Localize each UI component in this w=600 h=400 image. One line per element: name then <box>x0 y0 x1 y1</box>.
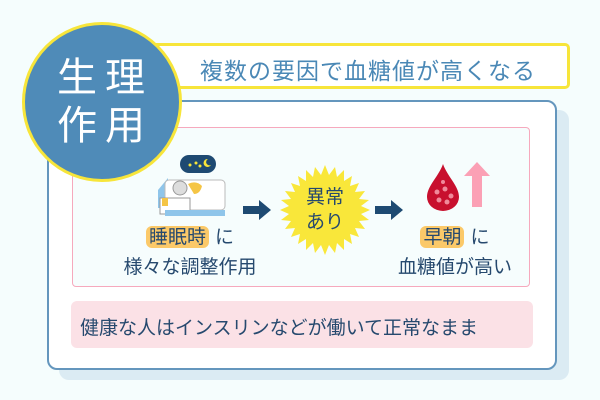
category-badge: 生理 作用 <box>22 22 182 182</box>
step2-line1: 異常 <box>305 186 344 208</box>
sleeping-person-icon <box>158 155 226 216</box>
step3-highlight: 早朝 <box>420 226 465 248</box>
header-title: 複数の要因で血糖値が高くなる <box>200 59 536 85</box>
step1-line2: 様々な調整作用 <box>123 256 257 278</box>
step1-suffix: に <box>215 226 235 248</box>
badge-line1: 生理 <box>57 55 153 101</box>
starburst-icon <box>280 165 370 255</box>
note-text: 健康な人はインスリンなどが働いて正常なまま <box>80 317 479 339</box>
step2-line2: あり <box>305 211 344 233</box>
badge-line2: 作用 <box>57 103 153 149</box>
step3-line2: 血糖値が高い <box>397 256 512 278</box>
title-bar <box>150 43 570 89</box>
step3-caption: 早朝 に 血糖値が高い <box>380 222 530 282</box>
note-box <box>71 301 533 348</box>
arrow-right-icon <box>243 200 271 220</box>
step2-label: 異常 あり <box>280 185 370 235</box>
up-arrow-icon <box>464 162 490 207</box>
step1-highlight: 睡眠時 <box>145 226 209 248</box>
step3-suffix: に <box>470 226 490 248</box>
arrow-right-icon <box>375 200 403 220</box>
step1-caption: 睡眠時 に 様々な調整作用 <box>100 222 280 282</box>
blood-drop-icon <box>427 164 459 211</box>
